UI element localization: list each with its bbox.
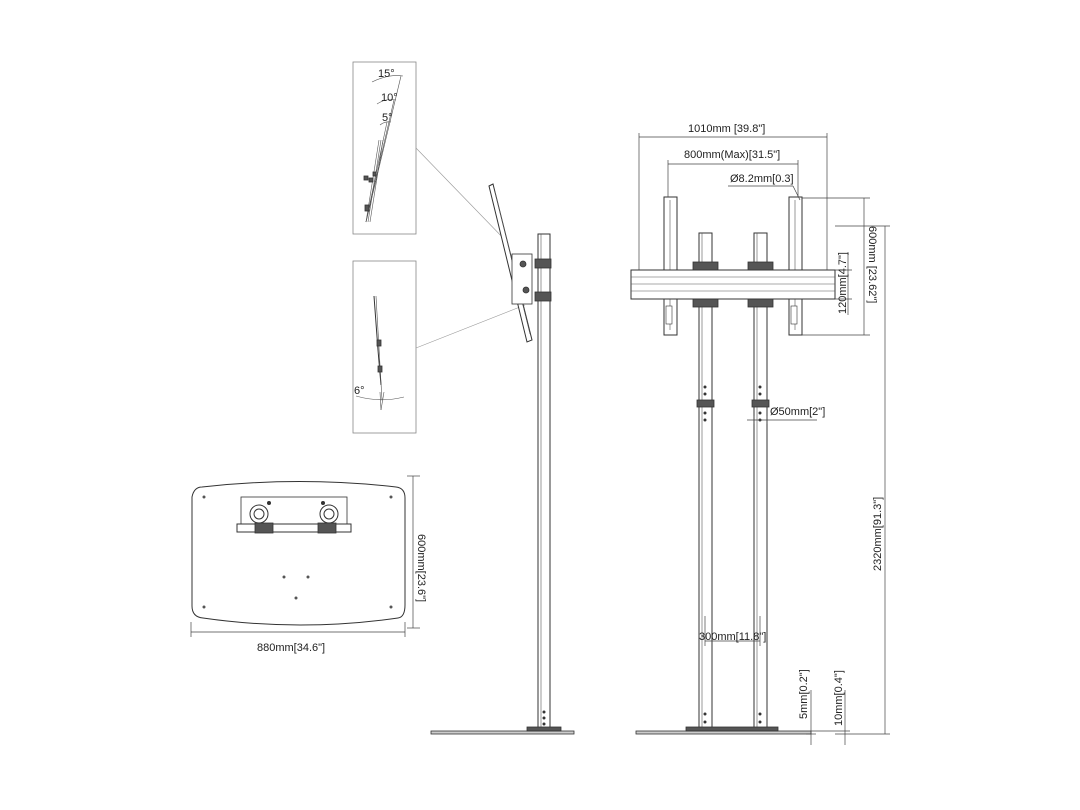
front-view: 1010mm [39.8"] 800mm(Max)[31.5"] Ø8.2mm[… xyxy=(630,123,890,745)
angle-label-5: 5° xyxy=(382,112,393,124)
angle-label-6: 6° xyxy=(354,385,365,397)
base-plan-view: 600mm[23.6"] 880mm[34.6"] xyxy=(190,475,427,654)
overall-width-dimension: 1010mm [39.8"] xyxy=(638,123,828,270)
tilt-up-bracket-marks xyxy=(363,171,377,212)
overall-width-label: 1010mm [39.8"] xyxy=(688,123,765,135)
base-width-dimension: 880mm[34.6"] xyxy=(190,622,406,654)
hole-diameter-label: Ø8.2mm[0.3] xyxy=(730,173,794,185)
clearance-5mm-dimension: 5mm[0.2"] xyxy=(798,669,816,745)
clearance-10mm-dimension: 10mm[0.4"] xyxy=(811,670,850,745)
base-depth-label: 600mm[23.6"] xyxy=(415,534,427,602)
base-mount-plate xyxy=(236,496,352,534)
angle-label-10: 10° xyxy=(381,92,398,104)
angle-arc-10 xyxy=(376,99,397,105)
tilt-down-panel xyxy=(373,295,382,386)
base-screw-holes xyxy=(202,495,393,609)
tilt-up-detail: 15° 10° 5° xyxy=(352,61,417,235)
clearance-5mm-label: 5mm[0.2"] xyxy=(798,669,810,719)
front-view-vesa-rail-left xyxy=(663,196,678,336)
front-view-crossbar xyxy=(630,269,836,300)
front-view-height-holes xyxy=(696,385,770,724)
clearance-10mm-label: 10mm[0.4"] xyxy=(833,670,845,726)
pole-diameter-label: Ø50mm[2"] xyxy=(770,406,825,418)
front-view-vesa-rail-right xyxy=(788,196,803,336)
rail-height-label: 600mm [23.62"] xyxy=(866,226,878,303)
callout-line-lower xyxy=(415,304,526,349)
side-view-pole xyxy=(537,233,551,732)
max-vesa-dimension: 800mm(Max)[31.5"] xyxy=(667,149,799,197)
angle-arc-5 xyxy=(379,121,392,126)
pole-spacing-label: 300mm[11.8"] xyxy=(699,631,766,643)
angle-arc-6 xyxy=(355,395,405,401)
angle-label-15: 15° xyxy=(378,68,395,80)
side-view-bolt-holes xyxy=(542,710,546,726)
tilt-up-detail-frame xyxy=(352,61,417,235)
rail-height-dimension: 600mm [23.62"] xyxy=(802,197,878,336)
max-vesa-label: 800mm(Max)[31.5"] xyxy=(684,149,780,161)
tilt-down-detail-frame xyxy=(352,260,417,434)
side-view-bracket xyxy=(511,253,552,305)
bracket-height-label: 120mm[4.7"] xyxy=(837,252,849,314)
side-view-base xyxy=(430,726,575,735)
front-view-pole-right xyxy=(753,232,768,732)
front-view-pole-left xyxy=(698,232,713,732)
base-plate-outline xyxy=(191,481,406,626)
front-view-base xyxy=(635,726,812,735)
tilt-down-detail: 6° xyxy=(352,260,417,434)
front-view-clamps xyxy=(692,261,774,308)
bracket-height-dimension: 120mm[4.7"] xyxy=(835,252,852,315)
side-view xyxy=(430,183,575,735)
overall-height-dimension: 2320mm[91.3"] xyxy=(835,225,890,735)
hole-diameter-callout: Ø8.2mm[0.3] xyxy=(728,173,801,201)
base-width-label: 880mm[34.6"] xyxy=(257,642,325,654)
callout-line-upper xyxy=(415,147,509,244)
overall-height-label: 2320mm[91.3"] xyxy=(872,497,884,571)
angle-arc-15 xyxy=(371,75,404,83)
base-depth-dimension: 600mm[23.6"] xyxy=(407,475,427,629)
pole-diameter-dimension: Ø50mm[2"] xyxy=(747,406,825,424)
pole-spacing-dimension: 300mm[11.8"] xyxy=(699,616,766,646)
